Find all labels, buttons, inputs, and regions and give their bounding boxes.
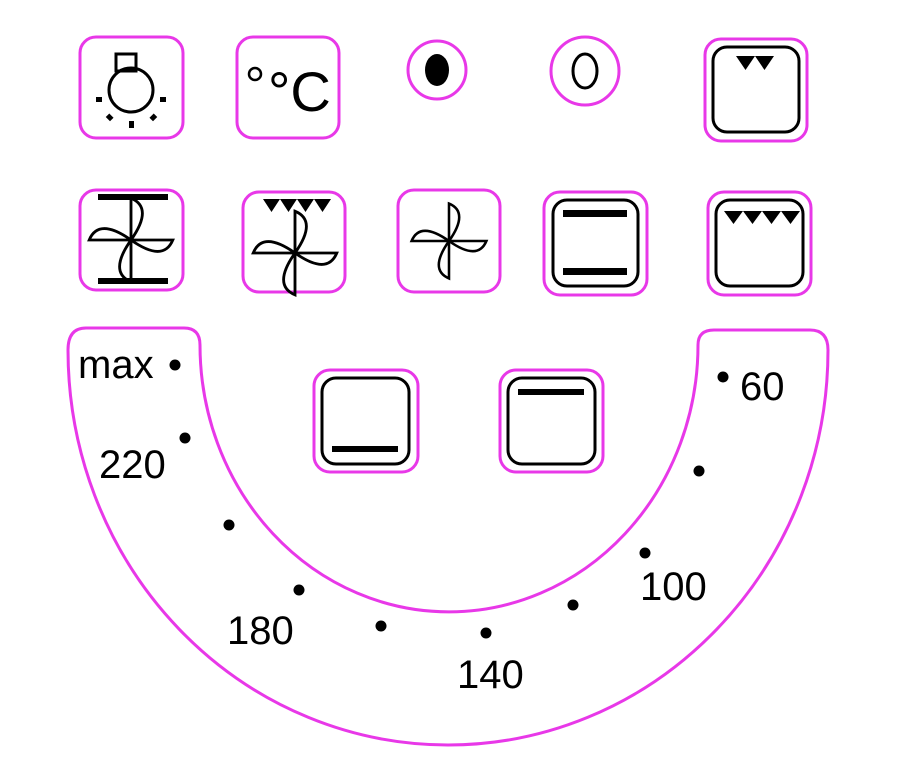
- fan-top-bottom-heat-button[interactable]: [78, 188, 185, 292]
- dial-label-180: 180: [227, 609, 294, 653]
- small-grill-icon: [711, 45, 801, 134]
- temperature-button[interactable]: °C: [235, 35, 341, 140]
- top-bottom-heat-button[interactable]: [542, 190, 649, 297]
- degree-icon: [247, 66, 263, 82]
- bottom-heat-button[interactable]: [312, 368, 420, 474]
- dial-label-60: 60: [740, 365, 785, 409]
- tick-dot: [567, 599, 579, 611]
- dial-tick-dots: [169, 359, 729, 639]
- tick-dot-220: [179, 432, 191, 444]
- tick-dot-140: [480, 627, 492, 639]
- bottom-heat-icon: [320, 376, 411, 466]
- tick-dot: [223, 519, 235, 531]
- fan-button[interactable]: [396, 188, 502, 294]
- top-heat-button[interactable]: [498, 368, 605, 474]
- tick-dot: [375, 620, 387, 632]
- fan-top-bottom-heat-icon: [89, 194, 173, 284]
- fan-icon: [412, 204, 487, 279]
- dial-label-140: 140: [457, 653, 524, 697]
- large-grill-button[interactable]: [706, 190, 813, 297]
- tick-dot-60: [717, 371, 729, 383]
- light-button[interactable]: [78, 35, 185, 140]
- fan-grill-icon: [253, 199, 337, 295]
- dial-label-220: 220: [99, 443, 166, 487]
- top-bottom-heat-icon: [551, 198, 640, 288]
- off-button[interactable]: [549, 35, 621, 107]
- top-heat-icon: [506, 376, 597, 466]
- dial-label-100: 100: [640, 565, 707, 609]
- off-indicator-icon: [571, 52, 599, 90]
- dial-label-max: max: [78, 343, 154, 387]
- small-grill-button[interactable]: [703, 37, 809, 143]
- oven-light-icon: [96, 52, 166, 128]
- on-indicator-icon: [425, 54, 449, 86]
- tick-dot-180: [293, 584, 305, 596]
- fan-grill-button[interactable]: [241, 190, 347, 295]
- tick-dot-100: [639, 547, 651, 559]
- large-grill-icon: [714, 198, 805, 288]
- tick-dot-max: [169, 359, 181, 371]
- tick-dot: [693, 465, 705, 477]
- celsius-icon: °C: [268, 60, 331, 123]
- temperature-dial-scale[interactable]: [66, 326, 830, 747]
- on-button[interactable]: [406, 39, 468, 101]
